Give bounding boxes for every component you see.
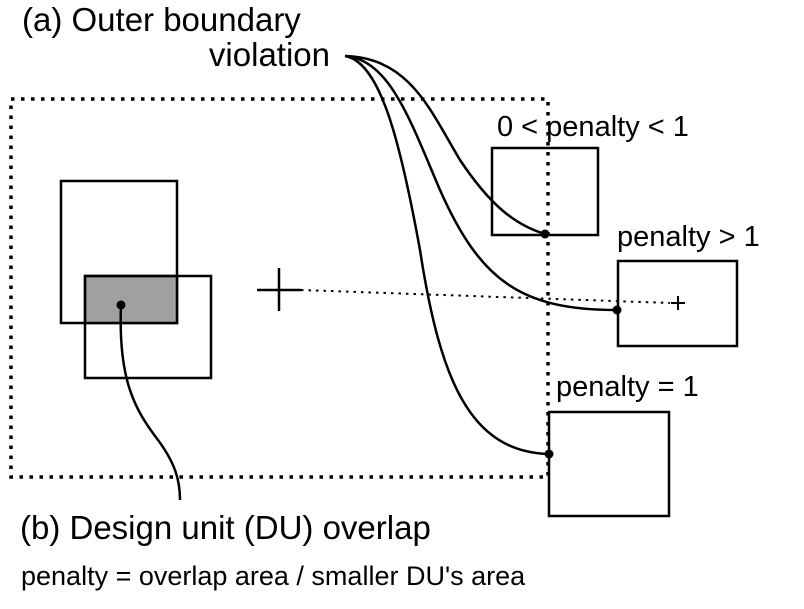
violation-dot-partial xyxy=(540,229,550,239)
du-rect-partial xyxy=(490,146,600,237)
violation-dot-greater xyxy=(612,305,622,315)
center-connector-dotted xyxy=(300,289,671,304)
outer-boundary xyxy=(9,97,550,479)
case-label-partial: 0 < penalty < 1 xyxy=(497,111,689,143)
overlap-area xyxy=(83,274,179,325)
leader-curve-equal xyxy=(344,54,550,456)
overlap-leader-line xyxy=(119,304,182,501)
du-rect-b xyxy=(83,274,213,380)
title-line1: (a) Outer boundary xyxy=(22,1,301,38)
case-label-greater: penalty > 1 xyxy=(617,221,760,253)
du-rect-equal xyxy=(547,410,671,518)
title-line2: violation xyxy=(209,36,330,73)
du-rect-greater xyxy=(616,259,739,348)
leader-curve-partial xyxy=(344,54,546,236)
case-label-equal: penalty = 1 xyxy=(556,371,699,403)
violation-dot-equal xyxy=(544,449,554,459)
overlap-formula: penalty = overlap area / smaller DU's ar… xyxy=(21,561,526,591)
overlap-heading: (b) Design unit (DU) overlap xyxy=(20,509,431,546)
leader-curve-greater xyxy=(344,54,618,312)
